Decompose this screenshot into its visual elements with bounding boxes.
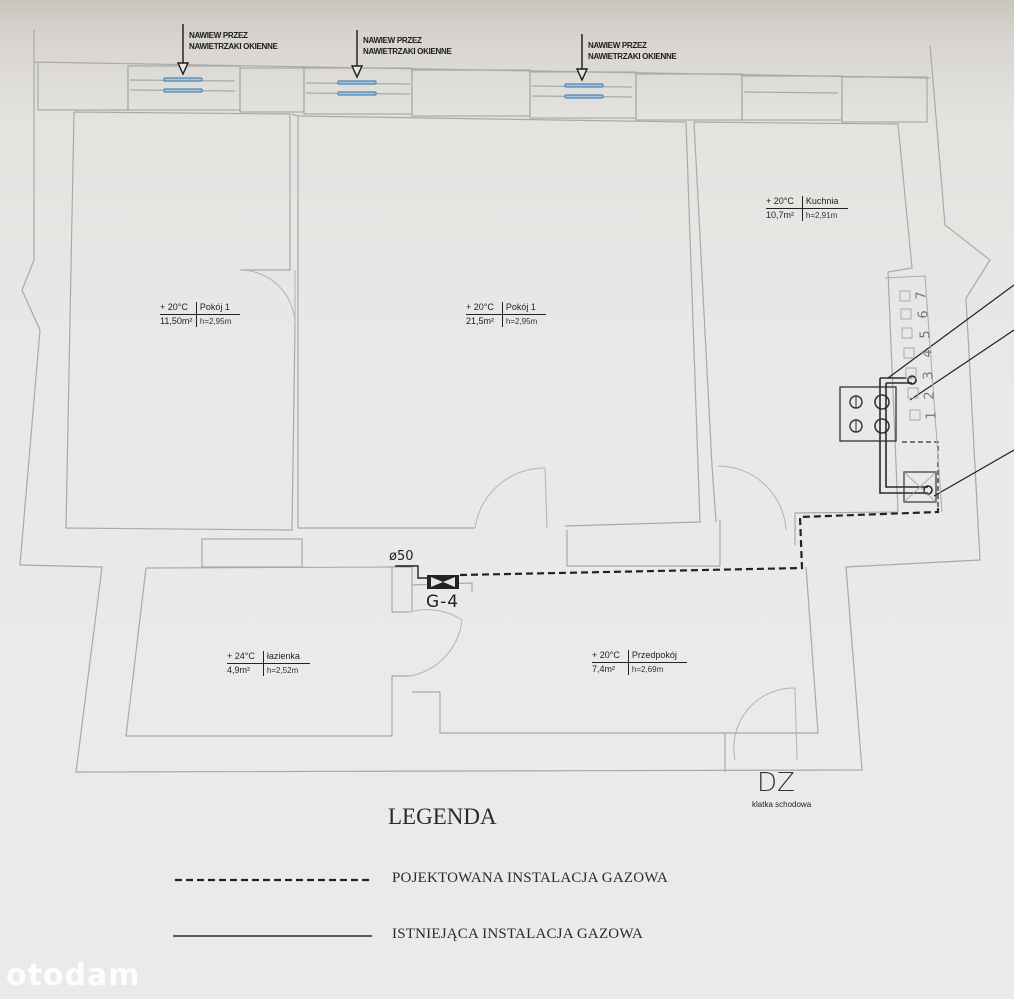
- room-name: Przedpokój: [628, 650, 687, 663]
- room-temp: + 20°C: [592, 650, 628, 663]
- stove-and-boiler: [839, 284, 1014, 512]
- vent-note-line1: NAWIEW PRZEZ: [363, 36, 422, 45]
- room-walls: [65, 111, 913, 772]
- room-temp: + 24°C: [227, 651, 263, 664]
- room-name: łazienka: [263, 651, 310, 664]
- room-area: 7,4m²: [592, 664, 616, 674]
- room-temp: + 20°C: [160, 302, 196, 315]
- vent-note-line1: NAWIEW PRZEZ: [189, 31, 248, 40]
- window-vent-markers: [163, 77, 604, 99]
- room-height: h=2,91m: [805, 211, 838, 220]
- room-temp: + 20°C: [466, 302, 502, 315]
- room-area: 10,7m²: [766, 210, 795, 220]
- stack-number: 5: [918, 330, 934, 339]
- staircase-code: DZ: [757, 768, 795, 798]
- vent-note: NAWIEW PRZEZ NAWIETRZAKI OKIENNE: [588, 40, 677, 62]
- legend-item-existing: ISTNIEJĄCA INSTALACJA GAZOWA: [392, 926, 644, 942]
- room-area: 4,9m²: [227, 665, 251, 675]
- room-height: h=2,52m: [266, 666, 299, 675]
- vent-note: NAWIEW PRZEZ NAWIETRZAKI OKIENNE: [363, 35, 452, 57]
- legend-item-projected: POJEKTOWANA INSTALACJA GAZOWA: [392, 870, 668, 886]
- gas-meter-tag: G-4: [426, 592, 460, 612]
- stack-number: 4: [920, 349, 936, 358]
- room-height: h=2,95m: [199, 317, 232, 326]
- stack-number: 2: [922, 391, 938, 400]
- otodam-watermark: otodam: [6, 958, 141, 993]
- gas-meter-symbol: [395, 565, 459, 589]
- projected-gas-pipe: [459, 505, 940, 577]
- staircase-name: klatka schodowa: [752, 800, 812, 809]
- outer-walls: [19, 30, 991, 773]
- room-area: 11,50m²: [160, 316, 193, 326]
- vent-note-line2: NAWIETRZAKI OKIENNE: [588, 52, 677, 61]
- room-name: Kuchnia: [802, 196, 849, 209]
- vent-note-line2: NAWIETRZAKI OKIENNE: [189, 42, 278, 51]
- room-name: Pokój 1: [196, 302, 240, 315]
- pipe-diameter-label: ø50: [389, 549, 414, 564]
- stack-number: 3: [921, 371, 937, 380]
- room-height: h=2,69m: [631, 665, 664, 674]
- door-swings: [239, 269, 798, 761]
- vent-stacks: [884, 275, 943, 513]
- stack-number: 7: [914, 291, 930, 300]
- stack-number: 6: [916, 310, 932, 319]
- vent-note: NAWIEW PRZEZ NAWIETRZAKI OKIENNE: [189, 30, 278, 52]
- vent-note-line2: NAWIETRZAKI OKIENNE: [363, 47, 452, 56]
- vent-arrows: [176, 24, 589, 82]
- stack-number: 1: [924, 411, 940, 420]
- room-height: h=2,95m: [505, 317, 538, 326]
- window-band: [37, 63, 928, 123]
- room-temp: + 20°C: [766, 196, 802, 209]
- room-area: 21,5m²: [466, 316, 495, 326]
- room-name: Pokój 1: [502, 302, 546, 315]
- vent-note-line1: NAWIEW PRZEZ: [588, 41, 647, 50]
- legend-title: LEGENDA: [388, 804, 497, 829]
